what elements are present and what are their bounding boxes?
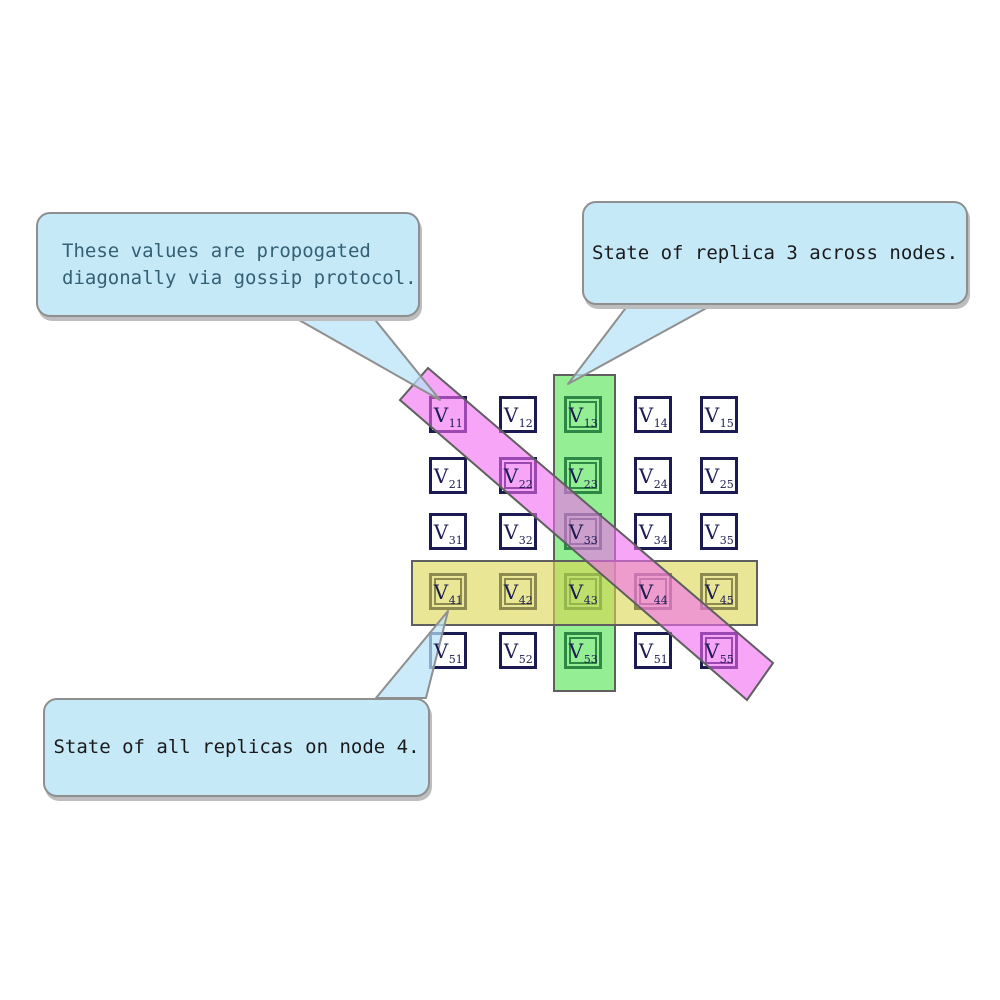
node-4-row-callout: State of all replicas on node 4. [43, 698, 430, 797]
matrix-cell-r3c1: V31 [429, 513, 467, 550]
matrix-cell-r5c1: V51 [429, 632, 467, 669]
matrix-cell-label: V12 [503, 402, 533, 430]
matrix-cell-r5c5: V55 [700, 632, 738, 669]
matrix-cell-r4c2: V42 [499, 573, 537, 610]
matrix-cell-label: V51 [433, 638, 463, 666]
replica-3-column-callout: State of replica 3 across nodes. [582, 201, 968, 305]
matrix-cell-r2c3: V23 [564, 457, 602, 494]
matrix-cell-label: V55 [704, 638, 734, 666]
matrix-cell-label: V44 [638, 579, 668, 607]
matrix-cell-r3c2: V32 [499, 513, 537, 550]
matrix-cell-label: V34 [638, 519, 668, 547]
matrix-cell-r2c2: V22 [499, 457, 537, 494]
gossip-diagonal-callout-text: These values are propogated diagonally v… [62, 240, 417, 289]
matrix-cell-label: V43 [568, 579, 598, 607]
matrix-cell-label: V32 [503, 519, 533, 547]
matrix-cell-label: V35 [704, 519, 734, 547]
matrix-cell-label: V45 [704, 579, 734, 607]
matrix-cell-label: V14 [638, 402, 668, 430]
matrix-cell-label: V25 [704, 463, 734, 491]
matrix-cell-label: V11 [433, 402, 463, 430]
matrix-cell-label: V22 [503, 463, 533, 491]
matrix-cell-label: V15 [704, 402, 734, 430]
matrix-cell-r3c3: V33 [564, 513, 602, 550]
matrix-cell-r3c4: V34 [634, 513, 672, 550]
gossip-callout-tail-icon [291, 315, 441, 401]
matrix-cell-r5c2: V52 [499, 632, 537, 669]
matrix-cell-label: V33 [568, 519, 598, 547]
matrix-cell-r4c5: V45 [700, 573, 738, 610]
matrix-cell-r2c5: V25 [700, 457, 738, 494]
matrix-cell-r4c3: V43 [564, 573, 602, 610]
matrix-cell-label: V52 [503, 638, 533, 666]
matrix-cell-r4c4: V44 [634, 573, 672, 610]
matrix-cell-r1c2: V12 [499, 396, 537, 433]
matrix-cell-r2c1: V21 [429, 457, 467, 494]
matrix-cell-label: V51 [638, 638, 668, 666]
matrix-cell-r5c4: V51 [634, 632, 672, 669]
matrix-cell-r4c1: V41 [429, 573, 467, 610]
matrix-cell-r3c5: V35 [700, 513, 738, 550]
replica-3-column-callout-text: State of replica 3 across nodes. [591, 241, 959, 264]
node-4-row-callout-text: State of all replicas on node 4. [53, 736, 420, 759]
matrix-cell-label: V53 [568, 638, 598, 666]
gossip-diagonal-callout: These values are propogated diagonally v… [36, 212, 420, 317]
matrix-cell-r1c3: V13 [564, 396, 602, 433]
matrix-cell-label: V42 [503, 579, 533, 607]
matrix-cell-r1c4: V14 [634, 396, 672, 433]
replica-callout-tail-icon [567, 304, 713, 385]
matrix-cell-label: V41 [433, 579, 463, 607]
matrix-cell-label: V21 [433, 463, 463, 491]
matrix-cell-r5c3: V53 [564, 632, 602, 669]
matrix-cell-label: V31 [433, 519, 463, 547]
matrix-cell-label: V23 [568, 463, 598, 491]
matrix-cell-label: V13 [568, 402, 598, 430]
matrix-cell-label: V24 [638, 463, 668, 491]
matrix-cell-r2c4: V24 [634, 457, 672, 494]
matrix-cell-r1c5: V15 [700, 396, 738, 433]
matrix-cell-r1c1: V11 [429, 396, 467, 433]
